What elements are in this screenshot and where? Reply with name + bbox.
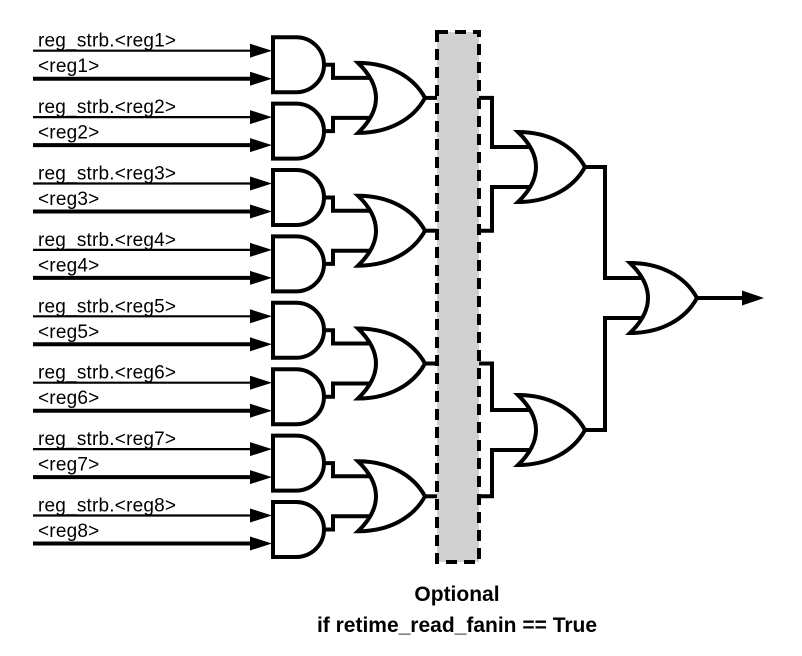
input-arrowheads — [250, 43, 272, 551]
and-gate-1 — [271, 35, 326, 95]
and-gate-4 — [271, 234, 326, 294]
and-gate-8 — [271, 500, 326, 559]
arrowhead-icon — [250, 176, 272, 191]
input-label-reg-3: <reg3> — [38, 189, 99, 210]
arrowhead-icon — [250, 270, 272, 285]
or2-to-final-wires — [585, 165, 644, 432]
optional-retime-box — [435, 30, 481, 564]
output-arrowhead-icon — [742, 290, 764, 306]
and-gate-6 — [271, 367, 326, 427]
and-gate-5 — [271, 300, 326, 360]
input-label-reg-4: <reg4> — [38, 255, 99, 276]
caption-optional: Optional — [414, 583, 499, 606]
and-gate-7 — [271, 433, 326, 493]
or-gate-stage2-1 — [516, 130, 587, 204]
input-label-strb-4: reg_strb.<reg4> — [38, 230, 176, 251]
arrowhead-icon — [250, 508, 272, 523]
arrowhead-icon — [250, 470, 272, 485]
arrowhead-icon — [250, 138, 272, 153]
input-label-strb-7: reg_strb.<reg7> — [38, 429, 176, 450]
and-to-or-wires — [324, 62, 372, 532]
or-gates-stage2 — [516, 130, 587, 467]
wire — [324, 248, 372, 266]
arrowhead-icon — [250, 536, 272, 551]
or-gate-final — [628, 261, 699, 335]
input-label-strb-2: reg_strb.<reg2> — [38, 97, 176, 118]
input-label-strb-3: reg_strb.<reg3> — [38, 164, 176, 185]
arrowhead-icon — [250, 375, 272, 390]
input-label-reg-7: <reg7> — [38, 455, 99, 476]
wire — [324, 381, 372, 399]
arrowhead-icon — [250, 71, 272, 86]
input-labels: reg_strb.<reg1> <reg1> reg_strb.<reg2> <… — [38, 31, 176, 542]
arrowhead-icon — [250, 110, 272, 125]
arrowhead-icon — [250, 337, 272, 352]
or-gate-stage1-3 — [356, 326, 427, 401]
wire — [479, 448, 530, 499]
or-gate-stage2-2 — [516, 393, 587, 467]
wire — [479, 361, 530, 412]
box-to-or2-wires — [479, 95, 530, 499]
wire — [585, 316, 644, 432]
arrowhead-icon — [250, 43, 272, 58]
input-label-strb-8: reg_strb.<reg8> — [38, 496, 176, 517]
caption-condition: if retime_read_fanin == True — [317, 614, 597, 637]
and-gates — [271, 35, 326, 559]
or-gates-stage1 — [356, 60, 427, 534]
input-label-reg-5: <reg5> — [38, 322, 99, 343]
caption: Optional if retime_read_fanin == True — [317, 583, 597, 637]
wire — [324, 62, 372, 80]
input-label-strb-5: reg_strb.<reg5> — [38, 296, 176, 317]
wire — [324, 328, 372, 346]
input-label-strb-1: reg_strb.<reg1> — [38, 31, 176, 52]
input-label-reg-2: <reg2> — [38, 123, 99, 144]
arrowhead-icon — [250, 309, 272, 324]
wire — [324, 195, 372, 213]
arrowhead-icon — [250, 242, 272, 257]
wire — [585, 165, 644, 280]
arrowhead-icon — [250, 204, 272, 219]
or-gate-stage1-2 — [356, 193, 427, 268]
arrowhead-icon — [250, 403, 272, 418]
wire — [479, 95, 530, 149]
input-label-strb-6: reg_strb.<reg6> — [38, 363, 176, 384]
or-gate-stage1-1 — [356, 60, 427, 135]
input-wires — [33, 49, 252, 546]
input-label-reg-8: <reg8> — [38, 521, 99, 542]
wire — [324, 115, 372, 134]
arrowhead-icon — [250, 442, 272, 457]
wire — [324, 461, 372, 479]
and-gate-2 — [271, 101, 326, 161]
input-label-reg-6: <reg6> — [38, 388, 99, 409]
input-label-reg-1: <reg1> — [38, 56, 99, 77]
and-gate-3 — [271, 168, 326, 227]
or-gate-stage1-4 — [356, 459, 427, 534]
wire — [324, 514, 372, 532]
wire — [479, 185, 530, 233]
